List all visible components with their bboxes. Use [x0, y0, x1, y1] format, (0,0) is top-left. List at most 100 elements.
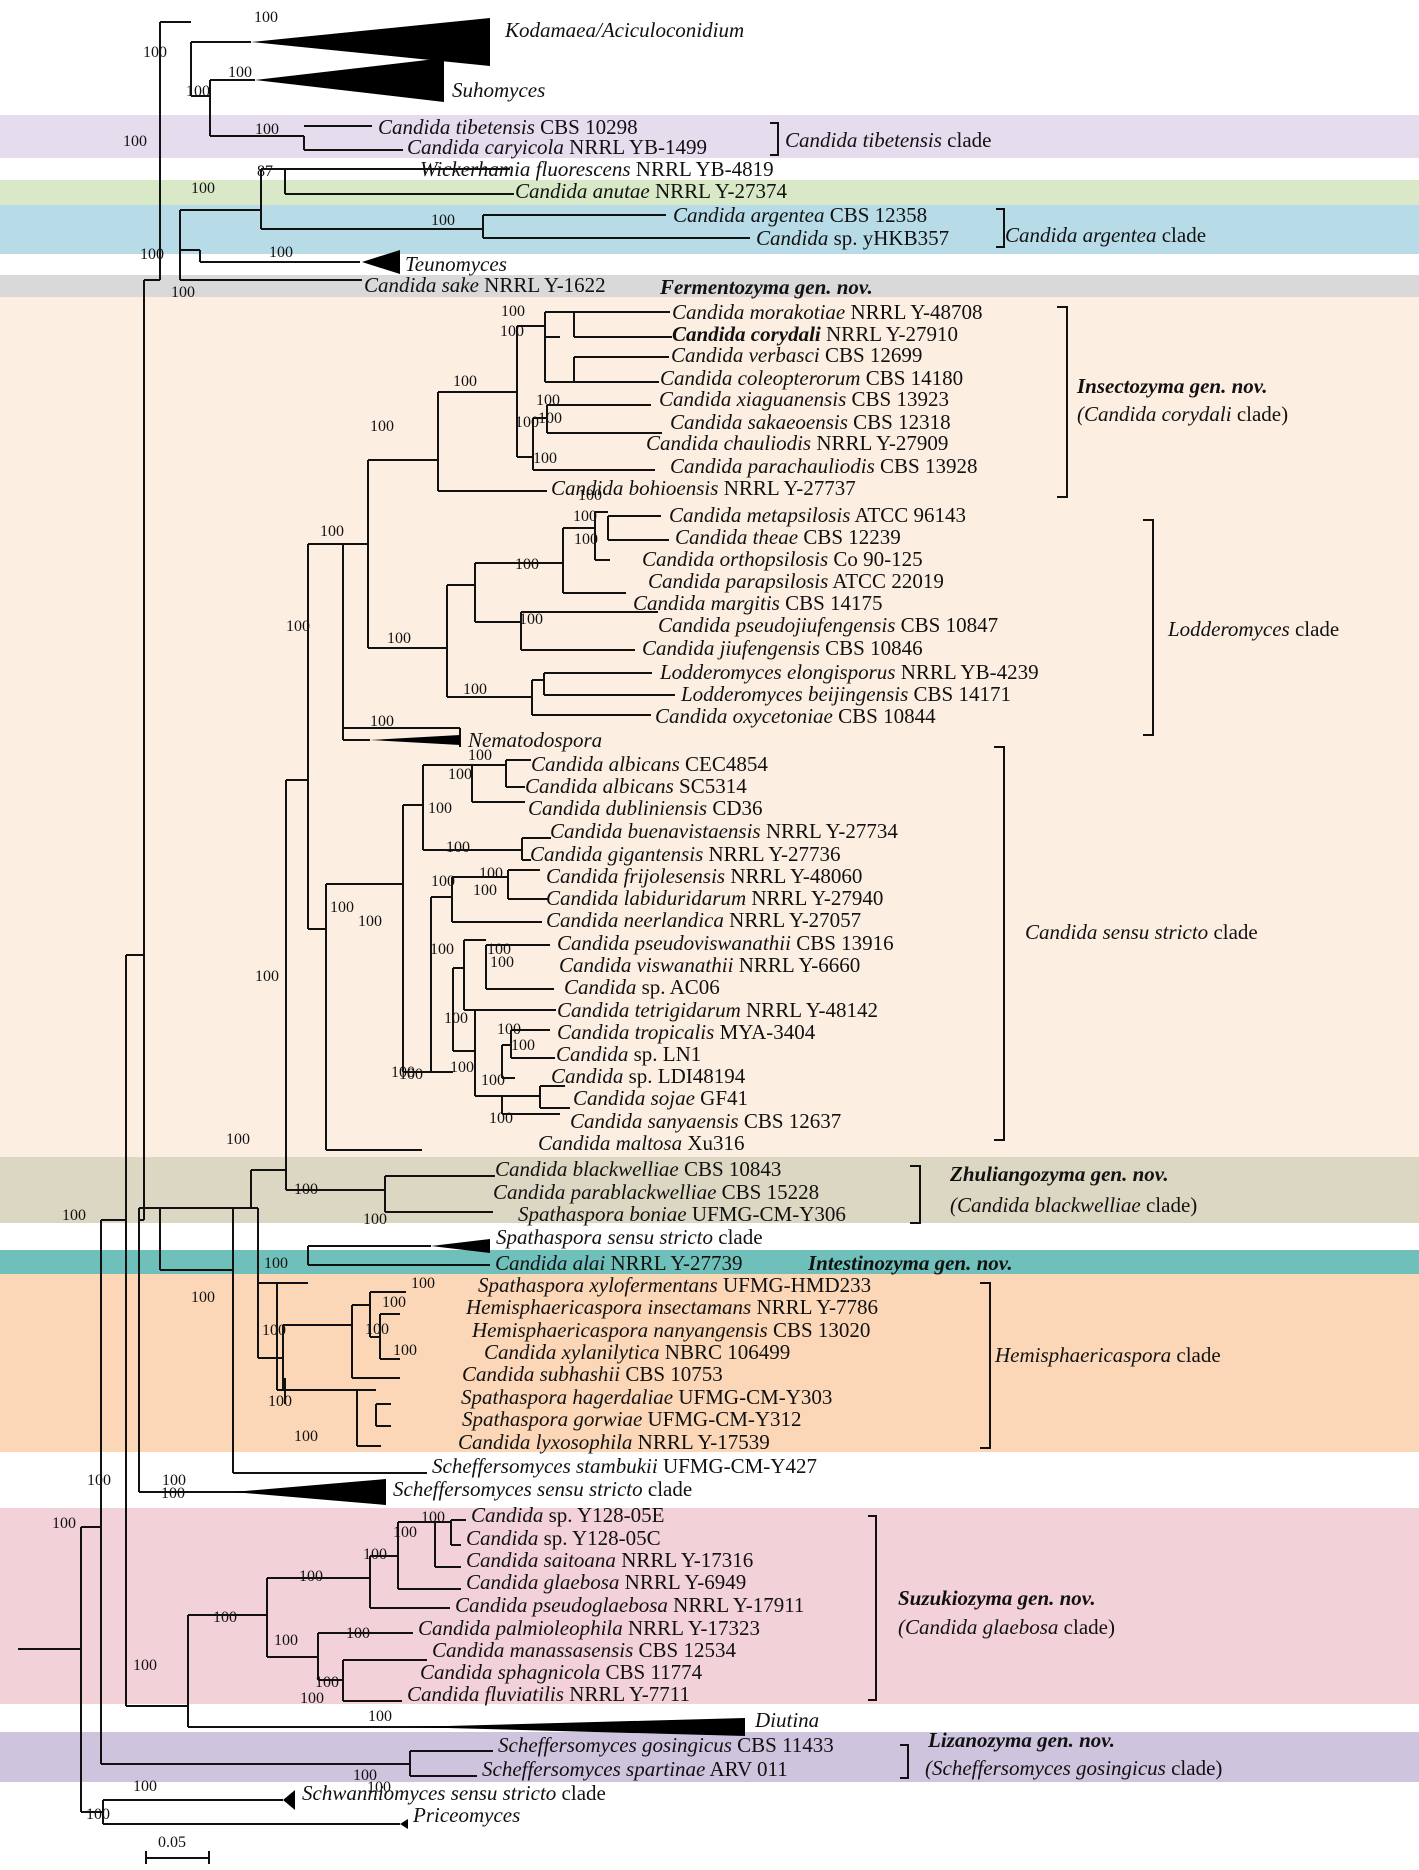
taxon-label: Candida caryicola NRRL YB-1499 — [407, 135, 707, 159]
support-value: 100 — [368, 1708, 392, 1725]
clade-name-glaebosa: (Candida glaebosa clade) — [898, 1615, 1115, 1639]
taxon-label: Candida sp. LN1 — [556, 1042, 701, 1066]
genus-fermentozyma: Fermentozyma gen. nov. — [659, 275, 873, 299]
bracket-zhuliangozyma — [910, 1165, 921, 1224]
support-value: 100 — [515, 556, 539, 573]
support-value: 100 — [536, 392, 560, 409]
taxon-label: Candida gigantensis NRRL Y-27736 — [530, 842, 841, 866]
support-value: 100 — [497, 1021, 521, 1038]
taxon-label: Candida metapsilosis ATCC 96143 — [669, 503, 966, 527]
support-value: 100 — [294, 1428, 318, 1445]
support-value: 100 — [363, 1546, 387, 1563]
support-value: 100 — [358, 913, 382, 930]
taxon-label: Lodderomyces beijingensis CBS 14171 — [680, 682, 1011, 706]
taxon-label: Candida xylanilytica NBRC 106499 — [484, 1340, 790, 1364]
support-value: 100 — [191, 180, 215, 197]
taxon-label: Candida albicans SC5314 — [525, 774, 747, 798]
bracket-hemisphaericaspora — [980, 1282, 991, 1449]
support-value: 100 — [269, 244, 293, 261]
support-value: 100 — [255, 968, 279, 985]
taxon-label: Candida saitoana NRRL Y-17316 — [466, 1548, 753, 1572]
taxon-label: Candida viswanathii NRRL Y-6660 — [559, 953, 860, 977]
support-value: 100 — [411, 1275, 435, 1292]
taxon-label: Suhomyces — [452, 78, 545, 102]
taxon-label: Lodderomyces elongisporus NRRL YB-4239 — [659, 660, 1039, 684]
support-value: 100 — [473, 882, 497, 899]
taxon-label: Candida morakotiae NRRL Y-48708 — [672, 300, 983, 324]
taxon-label: Candida pseudojiufengensis CBS 10847 — [658, 613, 998, 637]
taxon-label: Scheffersomyces stambukii UFMG-CM-Y427 — [432, 1454, 817, 1478]
support-value: 100 — [511, 1037, 535, 1054]
taxon-label: Candida xiaguanensis CBS 13923 — [659, 387, 949, 411]
taxon-label: Candida frijolesensis NRRL Y-48060 — [546, 864, 862, 888]
clade-names: Candida tibetensis clade Candida argente… — [659, 128, 1339, 1780]
genus-zhuliangozyma: Zhuliangozyma gen. nov. — [949, 1162, 1169, 1186]
support-value: 100 — [255, 121, 279, 138]
taxon-label: Candida pseudoglaebosa NRRL Y-17911 — [455, 1593, 804, 1617]
taxon-label: Candida sojae GF41 — [573, 1086, 748, 1110]
support-value: 100 — [264, 1255, 288, 1272]
genus-insectozyma: Insectozyma gen. nov. — [1076, 374, 1268, 398]
support-value: 100 — [487, 941, 511, 958]
support-value: 100 — [431, 873, 455, 890]
support-value: 100 — [501, 303, 525, 320]
bracket-insectozyma — [1057, 306, 1068, 498]
taxon-label: Candida margitis CBS 14175 — [633, 591, 883, 615]
clade-name-gosingicus: (Scheffersomyces gosingicus clade) — [925, 1756, 1222, 1780]
band-zhuliangozyma — [0, 1157, 1419, 1223]
collapsed-clade-triangle — [233, 1479, 386, 1505]
collapsed-clade-triangle — [283, 1790, 295, 1810]
support-value: 100 — [226, 1131, 250, 1148]
support-value: 100 — [140, 246, 164, 263]
taxon-label: Candida dubliniensis CD36 — [528, 796, 763, 820]
taxon-label: Candida sp. Y128-05E — [471, 1503, 664, 1527]
support-value: 100 — [444, 1010, 468, 1027]
clade-name-lodderomyces: Lodderomyces clade — [1167, 617, 1339, 641]
taxon-label: Scheffersomyces spartinae ARV 011 — [482, 1757, 788, 1781]
taxon-label: Candida maltosa Xu316 — [538, 1131, 745, 1155]
support-value: 100 — [299, 1568, 323, 1585]
taxon-label: Candida pseudoviswanathii CBS 13916 — [557, 931, 894, 955]
support-value: 100 — [489, 1110, 513, 1127]
taxon-label: Candida bohioensis NRRL Y-27737 — [551, 476, 856, 500]
taxon-label: Candida sphagnicola CBS 11774 — [420, 1660, 703, 1684]
support-value: 100 — [315, 1674, 339, 1691]
support-value: 100 — [574, 531, 598, 548]
taxon-label: Candida orthopsilosis Co 90-125 — [642, 547, 923, 571]
taxon-label: Priceomyces — [412, 1803, 520, 1827]
support-value: 100 — [393, 1342, 417, 1359]
support-value: 100 — [171, 284, 195, 301]
bracket-suzukiozyma — [868, 1515, 877, 1701]
taxon-label: Candida buenavistaensis NRRL Y-27734 — [550, 819, 898, 843]
support-value: 100 — [186, 83, 210, 100]
taxon-labels: Kodamaea/AciculoconidiumSuhomycesCandida… — [302, 18, 1039, 1827]
support-value: 100 — [370, 713, 394, 730]
taxon-label: Spathaspora boniae UFMG-CM-Y306 — [518, 1202, 846, 1226]
support-value: 100 — [365, 1321, 389, 1338]
taxon-label: Candida blackwelliae CBS 10843 — [495, 1157, 781, 1181]
band-candida-anutae — [0, 180, 1419, 205]
taxon-label: Candida parapsilosis ATCC 22019 — [648, 569, 944, 593]
taxon-label: Candida parachauliodis CBS 13928 — [670, 454, 977, 478]
taxon-label: Candida sp. yHKB357 — [756, 226, 949, 250]
support-value: 100 — [143, 44, 167, 61]
support-value: 100 — [431, 212, 455, 229]
taxon-label: Teunomyces — [405, 252, 507, 276]
support-value: 100 — [87, 1472, 111, 1489]
support-value: 100 — [286, 618, 310, 635]
support-value: 100 — [133, 1657, 157, 1674]
collapsed-clade-triangle — [410, 1718, 745, 1736]
taxon-label: Candida sp. LDI48194 — [551, 1064, 746, 1088]
bracket-candida-sensu-stricto — [994, 746, 1005, 1141]
taxon-label: Wickerhamia fluorescens NRRL YB-4819 — [420, 157, 774, 181]
taxon-label: Candida sp. AC06 — [564, 975, 720, 999]
taxon-label: Candida corydali NRRL Y-27910 — [672, 322, 958, 346]
taxon-label: Candida lyxosophila NRRL Y-17539 — [458, 1430, 770, 1454]
support-value: 100 — [346, 1625, 370, 1642]
support-value: 100 — [382, 1294, 406, 1311]
taxon-label: Scheffersomyces sensu stricto clade — [393, 1477, 692, 1501]
genus-lizanozyma: Lizanozyma gen. nov. — [927, 1728, 1115, 1752]
taxon-label: Kodamaea/Aciculoconidium — [504, 18, 744, 42]
